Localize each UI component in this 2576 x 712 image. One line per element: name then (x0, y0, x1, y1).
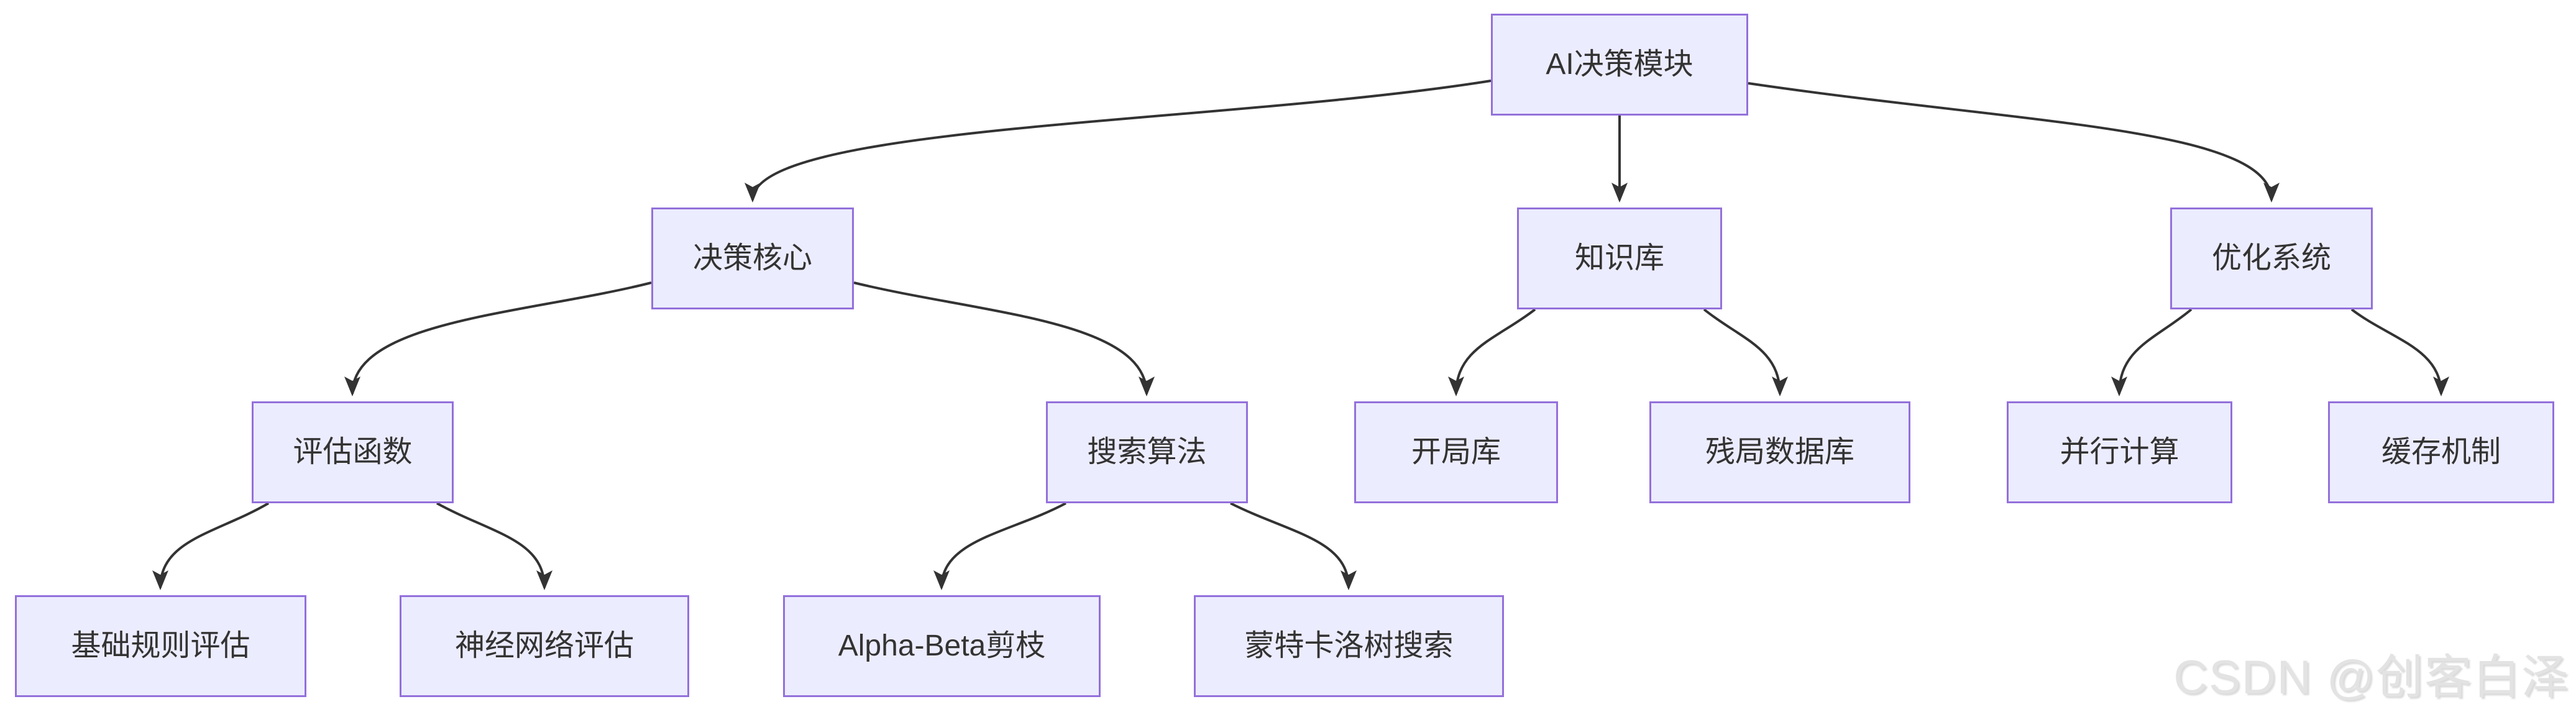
node-neural-network-eval: 神经网络评估 (400, 595, 689, 697)
edge-root-to-decision-core (745, 80, 1492, 203)
node-alpha-beta-pruning: Alpha-Beta剪枝 (783, 595, 1101, 697)
edge-knowledge-base-to-endgame-database (1703, 308, 1788, 396)
node-optimization-system: 优化系统 (2170, 208, 2373, 309)
node-basic-rule-eval: 基础规则评估 (15, 595, 306, 697)
edge-optimization-system-to-cache-mechanism (2350, 308, 2449, 396)
edge-root-to-optimization-system (1748, 82, 2280, 203)
edge-decision-core-to-search-algorithm (853, 281, 1155, 396)
edge-search-algorithm-to-alpha-beta-pruning (933, 502, 1066, 590)
edge-evaluation-function-to-basic-rule-eval (152, 502, 270, 590)
node-knowledge-base: 知识库 (1517, 208, 1722, 309)
node-decision-core: 决策核心 (651, 208, 854, 309)
node-parallel-computing: 并行计算 (2007, 401, 2232, 503)
edge-evaluation-function-to-neural-network-eval (436, 502, 552, 590)
node-cache-mechanism: 缓存机制 (2328, 401, 2554, 503)
edge-decision-core-to-evaluation-function (344, 281, 652, 396)
edge-search-algorithm-to-monte-carlo-tree-search (1230, 502, 1357, 590)
edge-optimization-system-to-parallel-computing (2111, 308, 2193, 396)
node-search-algorithm: 搜索算法 (1046, 401, 1248, 503)
node-endgame-database: 残局数据库 (1649, 401, 1910, 503)
edge-knowledge-base-to-opening-book (1448, 308, 1536, 396)
csdn-watermark: CSDN @创客白泽 (2173, 651, 2570, 704)
node-monte-carlo-tree-search: 蒙特卡洛树搜索 (1194, 595, 1504, 697)
node-evaluation-function: 评估函数 (252, 401, 454, 503)
node-opening-book: 开局库 (1354, 401, 1558, 503)
node-ai-decision-module: AI决策模块 (1491, 14, 1748, 116)
